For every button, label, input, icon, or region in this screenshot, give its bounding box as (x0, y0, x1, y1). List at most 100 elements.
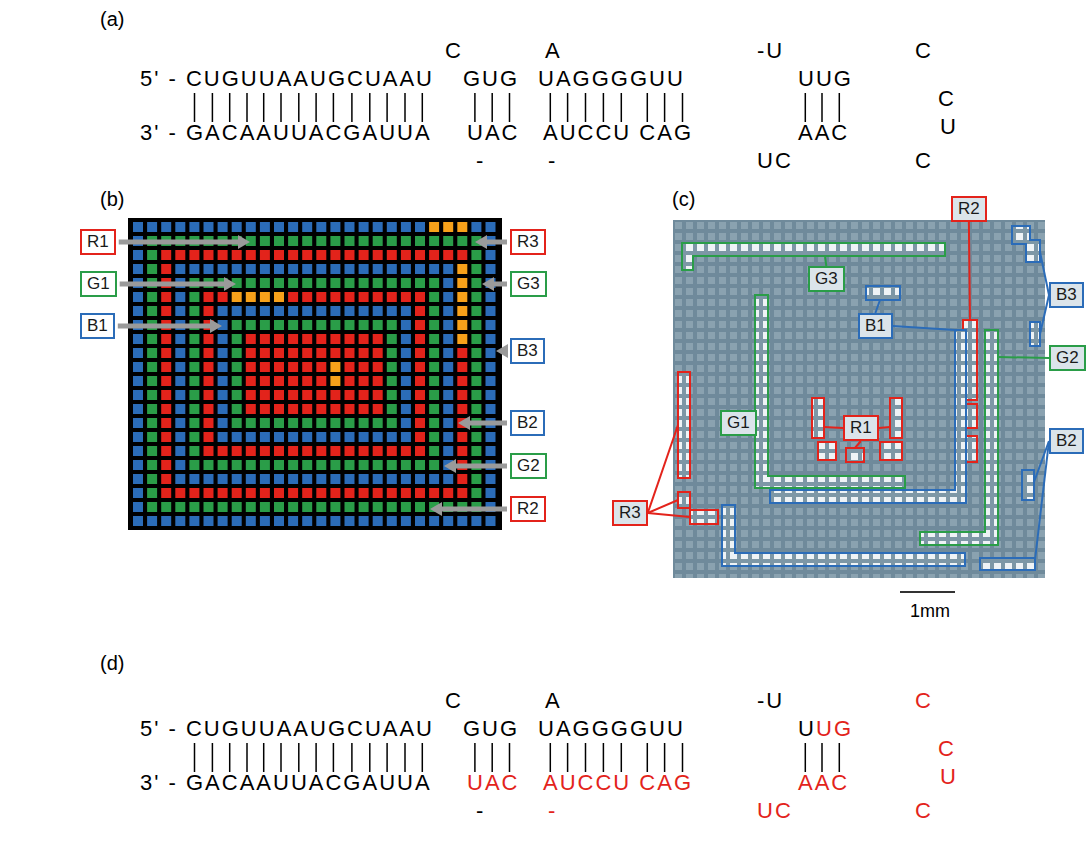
led-cell (260, 278, 270, 288)
led-cell (373, 488, 383, 498)
led-cell (443, 362, 453, 372)
led-cell (302, 264, 312, 274)
led-cell (387, 376, 397, 386)
led-cell (204, 264, 214, 274)
label-text: G2 (1056, 348, 1079, 367)
label-text: R3 (619, 503, 641, 522)
led-cell (260, 446, 270, 456)
led-cell (429, 446, 439, 456)
leader-line (648, 500, 678, 513)
led-cell (189, 474, 199, 484)
base-pair-bar (585, 743, 587, 772)
led-cell (204, 292, 214, 302)
led-cell (260, 376, 270, 386)
leader-line (1040, 252, 1049, 295)
led-cell (246, 474, 256, 484)
led-cell (232, 418, 242, 428)
led-cell (204, 474, 214, 484)
base-pair-bar (194, 93, 196, 122)
led-cell (486, 516, 496, 526)
led-cell (175, 306, 185, 316)
sequence-text: AUCCU CAG (543, 120, 693, 146)
led-cell (288, 362, 298, 372)
led-cell (218, 222, 228, 232)
led-cell (246, 502, 256, 512)
region-label-box: B2 (1049, 428, 1084, 454)
led-cell (443, 488, 453, 498)
led-cell (330, 236, 340, 246)
panel-label: (b) (100, 186, 124, 212)
led-cell (246, 250, 256, 260)
led-cell (443, 348, 453, 358)
leader-line (824, 427, 843, 428)
r3-outline (678, 372, 690, 478)
sequence-text: A (545, 688, 562, 714)
led-cell (175, 334, 185, 344)
base-pair-bar (474, 93, 476, 122)
led-cell (302, 446, 312, 456)
led-cell (232, 432, 242, 442)
led-cell (429, 474, 439, 484)
led-cell (232, 516, 242, 526)
sequence-text: UC (757, 798, 793, 824)
arrow-head (210, 319, 222, 333)
led-cell (175, 264, 185, 274)
led-cell (486, 446, 496, 456)
led-cell (345, 404, 355, 414)
led-cell (260, 236, 270, 246)
led-cell (288, 348, 298, 358)
led-cell (232, 404, 242, 414)
sequence-text: AAC (798, 770, 849, 796)
led-cell (486, 348, 496, 358)
r1-outline (880, 442, 902, 460)
led-cell (457, 250, 467, 260)
led-cell (175, 250, 185, 260)
region-label-box: G3 (808, 266, 845, 292)
band-label-box: G1 (80, 271, 117, 297)
led-cell (260, 250, 270, 260)
led-cell (302, 474, 312, 484)
led-cell (457, 320, 467, 330)
led-cell (471, 446, 481, 456)
led-cell (415, 250, 425, 260)
led-cell (246, 460, 256, 470)
g1-outline (755, 295, 905, 488)
leader-line (879, 427, 890, 428)
led-cell (486, 362, 496, 372)
led-cell (359, 432, 369, 442)
led-cell (161, 502, 171, 512)
base-pair-bar (603, 743, 605, 772)
led-cell (471, 306, 481, 316)
led-cell (387, 432, 397, 442)
led-cell (204, 488, 214, 498)
led-cell (471, 432, 481, 442)
led-cell (345, 376, 355, 386)
scale-label: 1mm (910, 598, 950, 624)
led-cell (401, 446, 411, 456)
led-cell (387, 222, 397, 232)
led-cell (147, 516, 157, 526)
led-cell (401, 334, 411, 344)
led-cell (204, 222, 214, 232)
led-cell (330, 376, 340, 386)
led-cell (218, 516, 228, 526)
led-cell (415, 502, 425, 512)
base-pair-bar (550, 93, 552, 122)
leader-line (893, 326, 955, 330)
led-cell (274, 404, 284, 414)
led-cell (189, 292, 199, 302)
led-cell (457, 334, 467, 344)
arrows-and-pairs (118, 93, 1049, 772)
led-cell (345, 432, 355, 442)
led-cell (260, 432, 270, 442)
base-pair-bar (333, 93, 335, 122)
led-cell (147, 418, 157, 428)
led-cell (415, 320, 425, 330)
led-cell (189, 488, 199, 498)
sequence-text: UC (757, 148, 793, 174)
led-cell (246, 516, 256, 526)
arrow-head (444, 459, 456, 473)
led-cell (429, 432, 439, 442)
led-cell (204, 418, 214, 428)
sequence-text: - (476, 798, 485, 824)
